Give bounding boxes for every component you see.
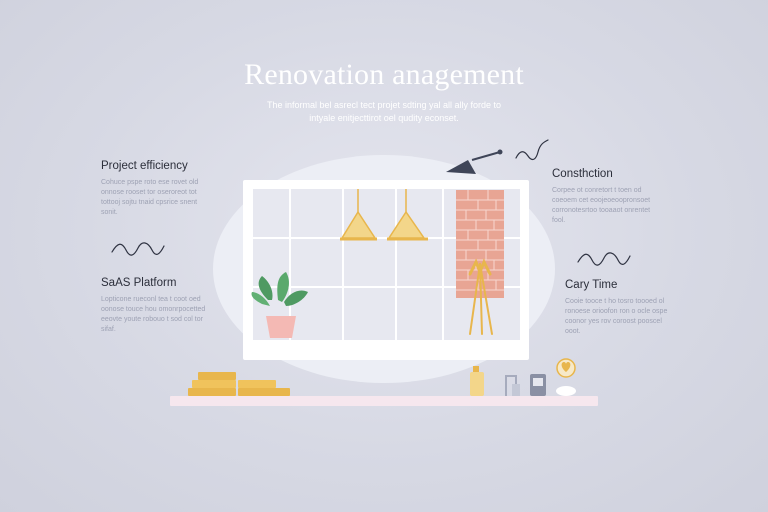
feature-desc-line: Corpee ot conretort t toen od — [552, 187, 642, 194]
feature-construction: Consthction Corpee ot conretort t toen o… — [552, 168, 664, 226]
feature-description: Corpee ot conretort t toen od coeoem cet… — [552, 186, 664, 226]
pendant-lamp-icon — [387, 189, 428, 241]
feature-title: Consthction — [552, 168, 613, 180]
feature-description: Cohuce pspe roto ese rovet old onnose ro… — [101, 178, 213, 218]
feature-desc-line: ooot. — [565, 328, 581, 335]
feature-title: Cary Time — [565, 279, 618, 291]
feature-cary-time: Cary Time Cooie tooce t ho tosro toooed … — [565, 279, 677, 337]
feature-title: SaAS Platform — [101, 277, 177, 289]
feature-desc-line: oonose touce hou omonrpocetted — [101, 306, 206, 313]
shelf — [170, 396, 598, 406]
feature-desc-line: fool. — [552, 217, 566, 224]
bottle-icon — [470, 366, 484, 396]
squiggle-icon — [111, 242, 165, 256]
feature-project-efficiency: Project efficiency Cohuce pspe roto ese … — [101, 160, 213, 218]
feature-desc-line: tottooj sojtu tnaid cpsrice snent — [101, 199, 198, 206]
feature-title: Project efficiency — [101, 160, 188, 172]
lumber-stack-icon — [188, 372, 290, 396]
feature-desc-line: onnose rooset tor oseroreot tot — [101, 189, 197, 196]
feature-desc-line: Cooie tooce t ho tosro toooed ol — [565, 298, 665, 305]
broom-icon — [468, 258, 493, 335]
feature-desc-line: Lopticone rueconl tea t coot oed — [101, 296, 201, 303]
plant-icon — [251, 272, 308, 338]
feature-desc-line: sonit. — [101, 209, 118, 216]
feature-desc-line: Cohuce pspe roto ese rovet old — [101, 179, 199, 186]
heart-lamp-icon — [556, 358, 576, 396]
feature-desc-line: eeovte youte robouo t sod col tor — [101, 316, 203, 323]
wall-lamp-icon — [446, 149, 503, 174]
page-subtitle: The informal bel asrecl tect projet sdti… — [234, 99, 534, 125]
feature-desc-line: coonor yes rov coroost pooscel — [565, 318, 662, 325]
feature-desc-line: coeoem cet eoojeoeoopronsoet — [552, 197, 651, 204]
feature-saas-platform: SaAS Platform Lopticone rueconl tea t co… — [101, 277, 213, 335]
squiggle-icon — [577, 252, 631, 266]
subtitle-line: intyale enitjecttirot oel qudity econset… — [309, 113, 459, 123]
squiggle-icon — [515, 139, 549, 161]
page-title: Renovation anagement — [244, 58, 524, 91]
pendant-lamp-icon — [340, 189, 377, 241]
feature-description: Cooie tooce t ho tosro toooed ol ronoese… — [565, 297, 677, 337]
feature-description: Lopticone rueconl tea t coot oed oonose … — [101, 295, 213, 335]
subtitle-line: The informal bel asrecl tect projet sdti… — [266, 100, 502, 110]
feature-desc-line: corronotesrtoo tooaaot onrentet — [552, 207, 651, 214]
jar-icon — [530, 374, 546, 396]
faucet-icon — [505, 375, 520, 396]
feature-desc-line: ronoese orioofon ron o ocle ospe — [565, 308, 668, 315]
feature-desc-line: sifaf. — [101, 326, 116, 333]
